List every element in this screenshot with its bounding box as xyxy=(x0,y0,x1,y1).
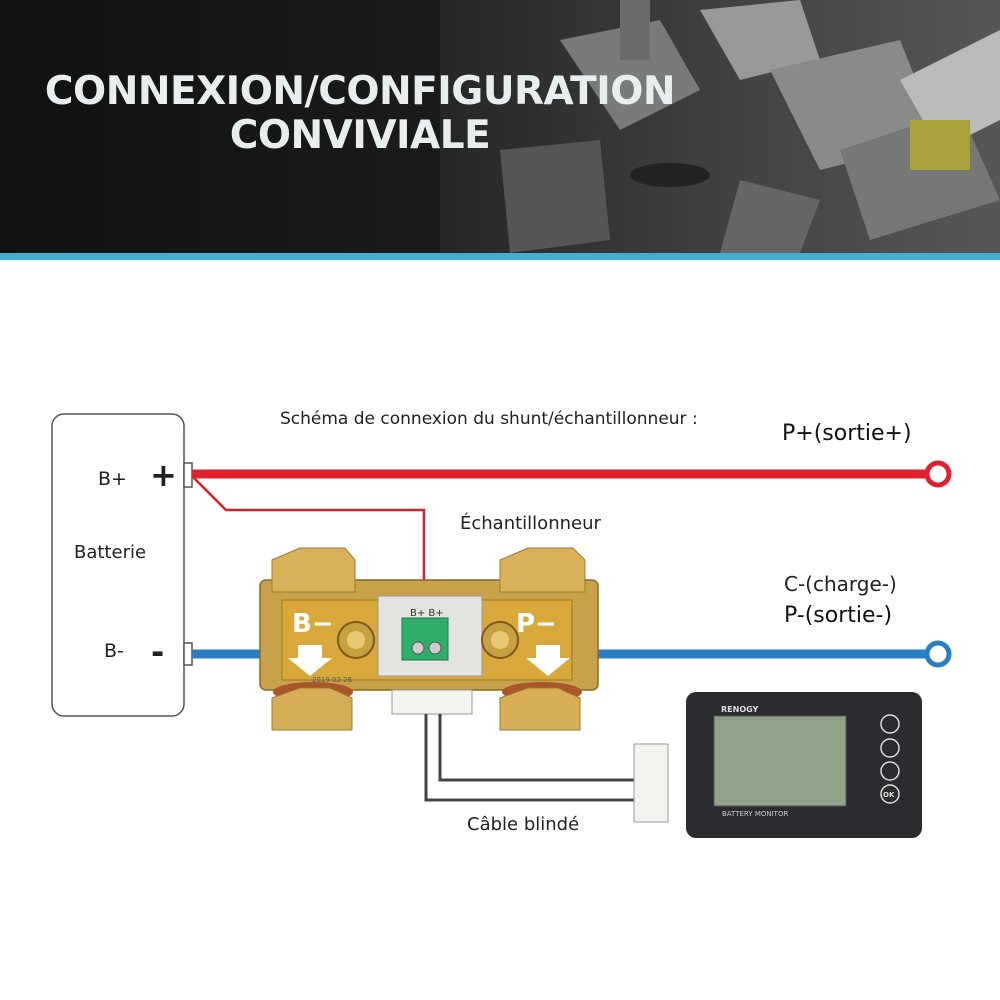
banner-title-line1: CONNEXION/CONFIGURATION xyxy=(44,69,676,114)
sampler-label: Échantillonneur xyxy=(460,513,601,534)
shielded-cable xyxy=(424,714,636,802)
header-banner: CONNEXION/CONFIGURATION CONVIVIALE xyxy=(0,0,1000,253)
shielded-cable-inner xyxy=(438,714,636,782)
plus-sign: + xyxy=(150,456,177,494)
battery-monitor: RENOGY BATTERY MONITOR OK xyxy=(686,692,922,838)
minus-sign: - xyxy=(151,633,165,671)
connection-diagram: B+ B+ B− P− 2019 02 26 RENOGY BATTERY MO… xyxy=(51,413,952,838)
banner-accent-stripe xyxy=(0,253,1000,260)
schema-label: Schéma de connexion du shunt/échantillon… xyxy=(280,409,698,429)
shunt-right-arrow xyxy=(526,645,570,676)
pminus-label: P-(sortie-) xyxy=(784,603,893,628)
battery-positive-terminal xyxy=(183,462,193,488)
positive-output-terminal xyxy=(924,460,952,488)
cable-connector xyxy=(633,743,669,823)
battery-negative-terminal xyxy=(183,642,193,666)
machinery-background-image xyxy=(440,0,1000,253)
shunt-terminal-mark: B+ B+ xyxy=(410,608,444,619)
shunt-left-arrow xyxy=(288,645,332,676)
negative-output-terminal xyxy=(924,640,952,668)
monitor-ok-button: OK xyxy=(883,791,895,799)
shunt-date-mark: 2019 02 26 xyxy=(312,676,353,684)
pplus-label: P+(sortie+) xyxy=(782,421,912,446)
battery-label: Batterie xyxy=(74,542,147,563)
banner-title-line2: CONVIVIALE xyxy=(229,113,491,158)
monitor-caption: BATTERY MONITOR xyxy=(722,810,788,818)
shunt-right-mark: P− xyxy=(516,609,557,639)
monitor-brand: RENOGY xyxy=(721,705,759,714)
cable-label: Câble blindé xyxy=(467,814,580,835)
bminus-label: B- xyxy=(104,640,124,662)
battery-box xyxy=(51,413,185,717)
shunt-left-mark: B− xyxy=(292,609,334,639)
cminus-label: C-(charge-) xyxy=(784,572,897,596)
shunt-sampler: B+ B+ B− P− 2019 02 26 xyxy=(259,547,599,731)
banner-title: CONNEXION/CONFIGURATION CONVIVIALE xyxy=(40,70,680,158)
bplus-label: B+ xyxy=(98,468,127,490)
sense-wire xyxy=(193,477,426,600)
